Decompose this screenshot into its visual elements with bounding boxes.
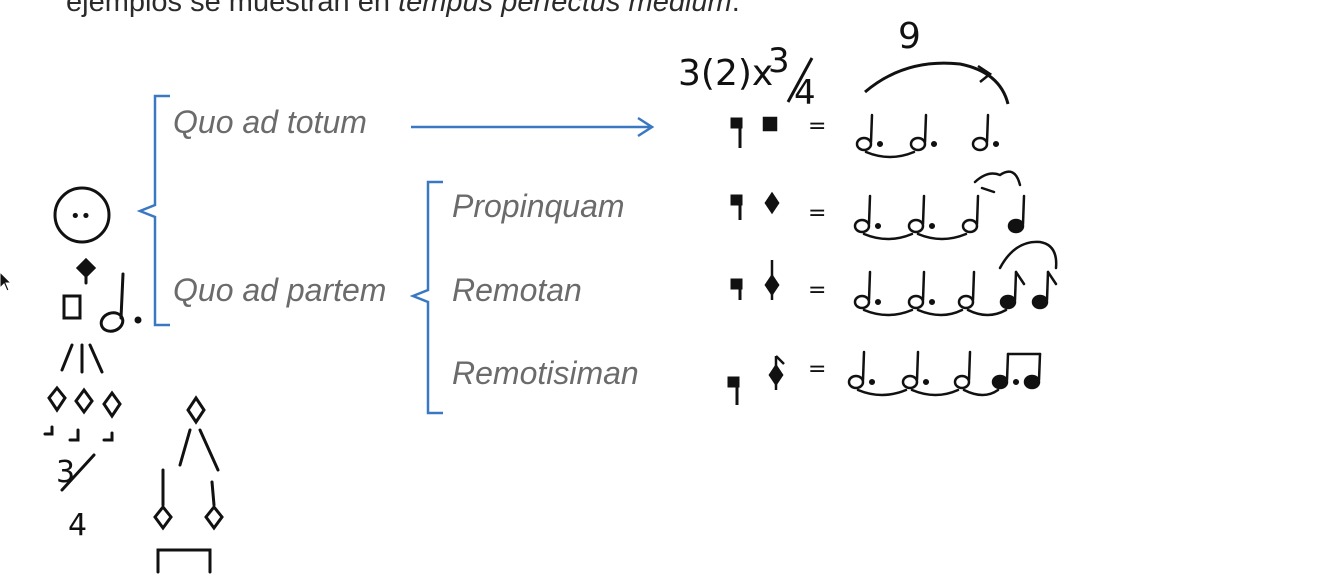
label-propinquam: Propinquam (452, 188, 625, 224)
mouse-cursor-icon (0, 272, 12, 292)
formula-ratio: 3(2)x (678, 53, 773, 94)
label-remotan: Remotan (452, 272, 582, 308)
arc-count-label: 9 (898, 16, 921, 57)
grouping-arc (864, 61, 1010, 105)
brace-main (136, 94, 170, 327)
left-fraction-numerator: 3 (56, 455, 75, 490)
rest-signs (727, 117, 743, 405)
brace-partem (409, 180, 443, 415)
modern-row-propinquam (853, 170, 1026, 241)
label-quo-ad-totum: Quo ad totum (173, 104, 367, 140)
equals-4: = (808, 357, 826, 382)
arrow-totum (411, 116, 655, 138)
circle-dots: •• (70, 206, 91, 227)
modern-row-totum (855, 113, 1000, 159)
formula-slash (786, 57, 814, 103)
arc-arrowhead (977, 64, 993, 83)
modern-row-remotan (853, 240, 1058, 317)
intro-text-start: ejemplos se muestran en (66, 0, 399, 18)
modern-row-remotisiman (847, 350, 1042, 397)
semibrevis-note (764, 191, 780, 215)
left-figure: •• (43, 186, 224, 574)
intro-text: ejemplos se muestran en tempus perfectus… (66, 0, 740, 19)
formula-numerator: 3 (768, 41, 790, 81)
equals-1: = (808, 114, 826, 139)
formula-denominator: 4 (794, 73, 816, 113)
intro-text-end: . (731, 0, 740, 18)
brevis-note (762, 116, 778, 132)
label-quo-ad-partem: Quo ad partem (173, 272, 387, 308)
intro-text-italic: tempus perfectus medium (398, 0, 732, 18)
mensural-notes (762, 116, 785, 390)
equals-2: = (808, 201, 826, 226)
label-remotisiman: Remotisiman (452, 355, 639, 391)
left-fraction-denominator: 4 (68, 508, 87, 543)
equals-3: = (808, 278, 826, 303)
tempus-circle-sign (53, 186, 111, 244)
